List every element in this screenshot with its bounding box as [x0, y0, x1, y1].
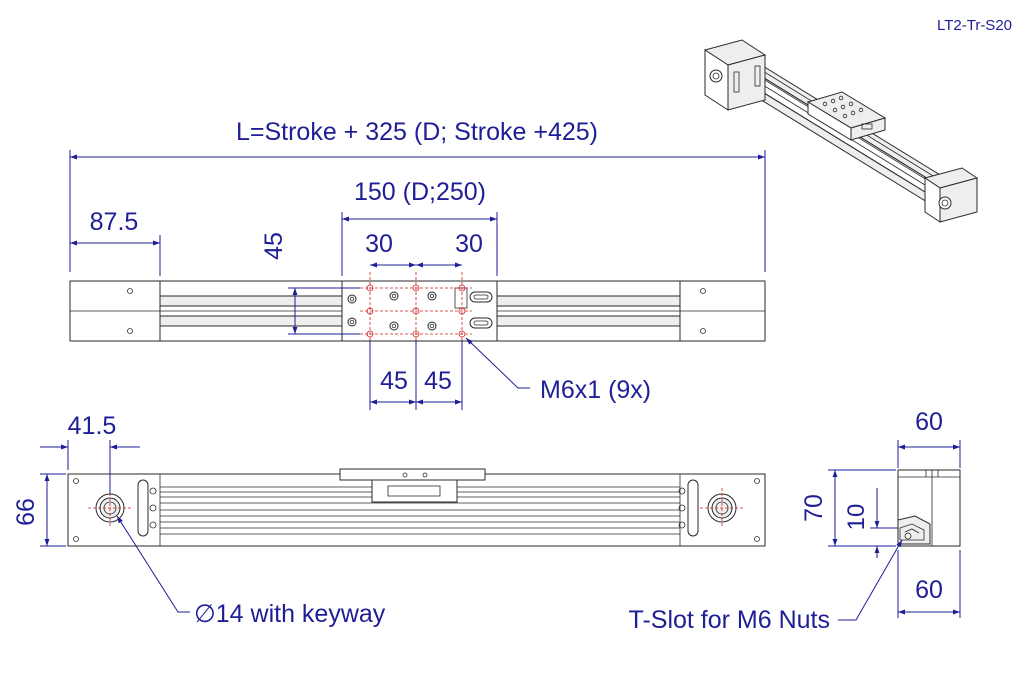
hole-pitch-x-right-label: 30 — [455, 230, 483, 258]
hole-pitch-y-label: 45 — [260, 232, 288, 260]
end-height-label: 70 — [800, 494, 828, 522]
top-view-dimensions — [69, 150, 766, 410]
thread-callout-label: M6x1 (9x) — [540, 376, 651, 404]
hole-spacing-right-label: 45 — [424, 367, 452, 395]
end-width-bottom-label: 60 — [915, 576, 943, 604]
slot-callout-label: T-Slot for M6 Nuts — [629, 606, 830, 634]
part-id-label: LT2-Tr-S20 — [937, 17, 1012, 34]
end-view — [897, 469, 961, 547]
end-block-length-label: 87.5 — [90, 208, 139, 236]
hole-pitch-x-left-label: 30 — [365, 230, 393, 258]
side-height-label: 66 — [12, 498, 40, 526]
shaft-callout-label: ∅14 with keyway — [194, 600, 386, 628]
side-view-dimensions — [40, 440, 190, 613]
carriage-length-label: 150 (D;250) — [354, 178, 486, 206]
shaft-offset-label: 41.5 — [68, 412, 117, 440]
side-view — [67, 468, 766, 547]
top-view — [69, 272, 766, 345]
overall-length-label: L=Stroke + 325 (D; Stroke +425) — [236, 118, 598, 146]
end-view-dimensions — [828, 440, 961, 621]
slot-offset-label: 10 — [843, 504, 870, 531]
end-width-top-label: 60 — [915, 408, 943, 436]
isometric-actuator-icon — [703, 39, 979, 223]
hole-spacing-left-label: 45 — [380, 367, 408, 395]
